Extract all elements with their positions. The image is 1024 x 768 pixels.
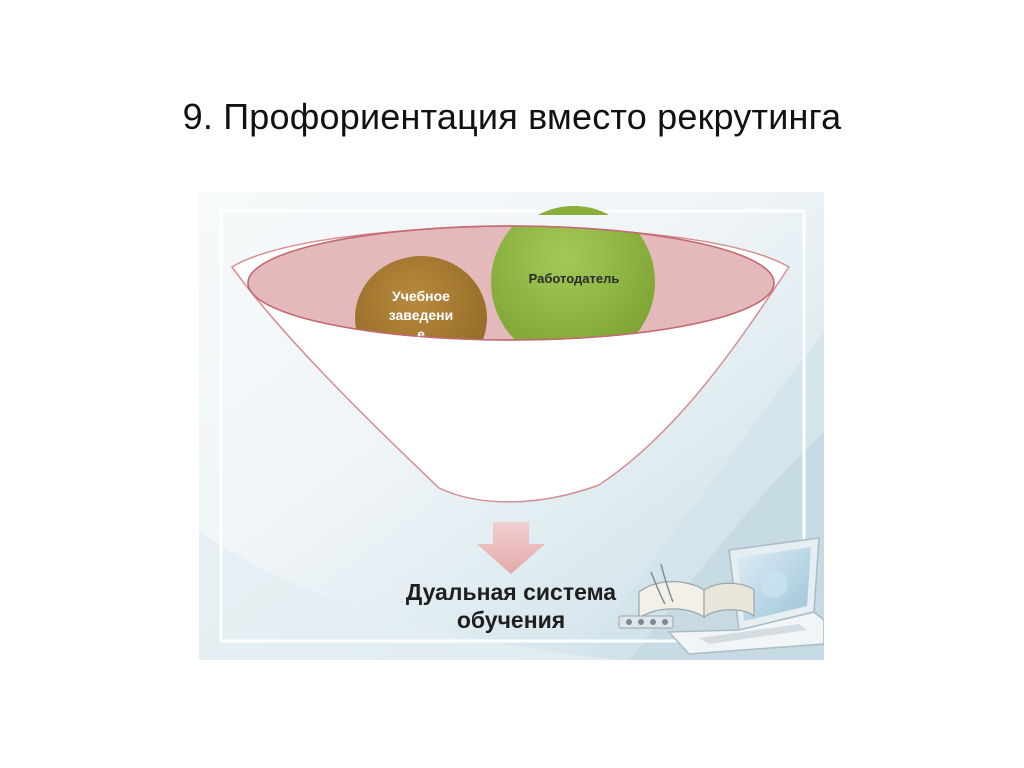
result-label-line: обучения (457, 607, 565, 633)
funnel-rim-outline (247, 225, 775, 341)
employer-circle-top (538, 206, 609, 215)
background-swoosh (199, 532, 619, 660)
slide-title: 9. Профориентация вместо рекрутинга (182, 96, 842, 137)
diagram-panel: Работодатель Учебное заведени е (199, 192, 824, 660)
result-label-line: Дуальная система (406, 579, 616, 605)
inner-frame (219, 209, 806, 643)
down-arrow-icon (477, 522, 545, 574)
school-label-line: е (417, 326, 425, 342)
school-label-line: заведени (389, 307, 454, 323)
employer-label: Работодатель (529, 271, 620, 286)
book-icon (638, 563, 755, 620)
school-label-line: Учебное (392, 288, 450, 304)
employer-circle (491, 226, 655, 340)
keyboard-keys (618, 615, 674, 629)
school-circle (355, 256, 487, 340)
funnel-diagram: Работодатель Учебное заведени е (199, 192, 824, 660)
